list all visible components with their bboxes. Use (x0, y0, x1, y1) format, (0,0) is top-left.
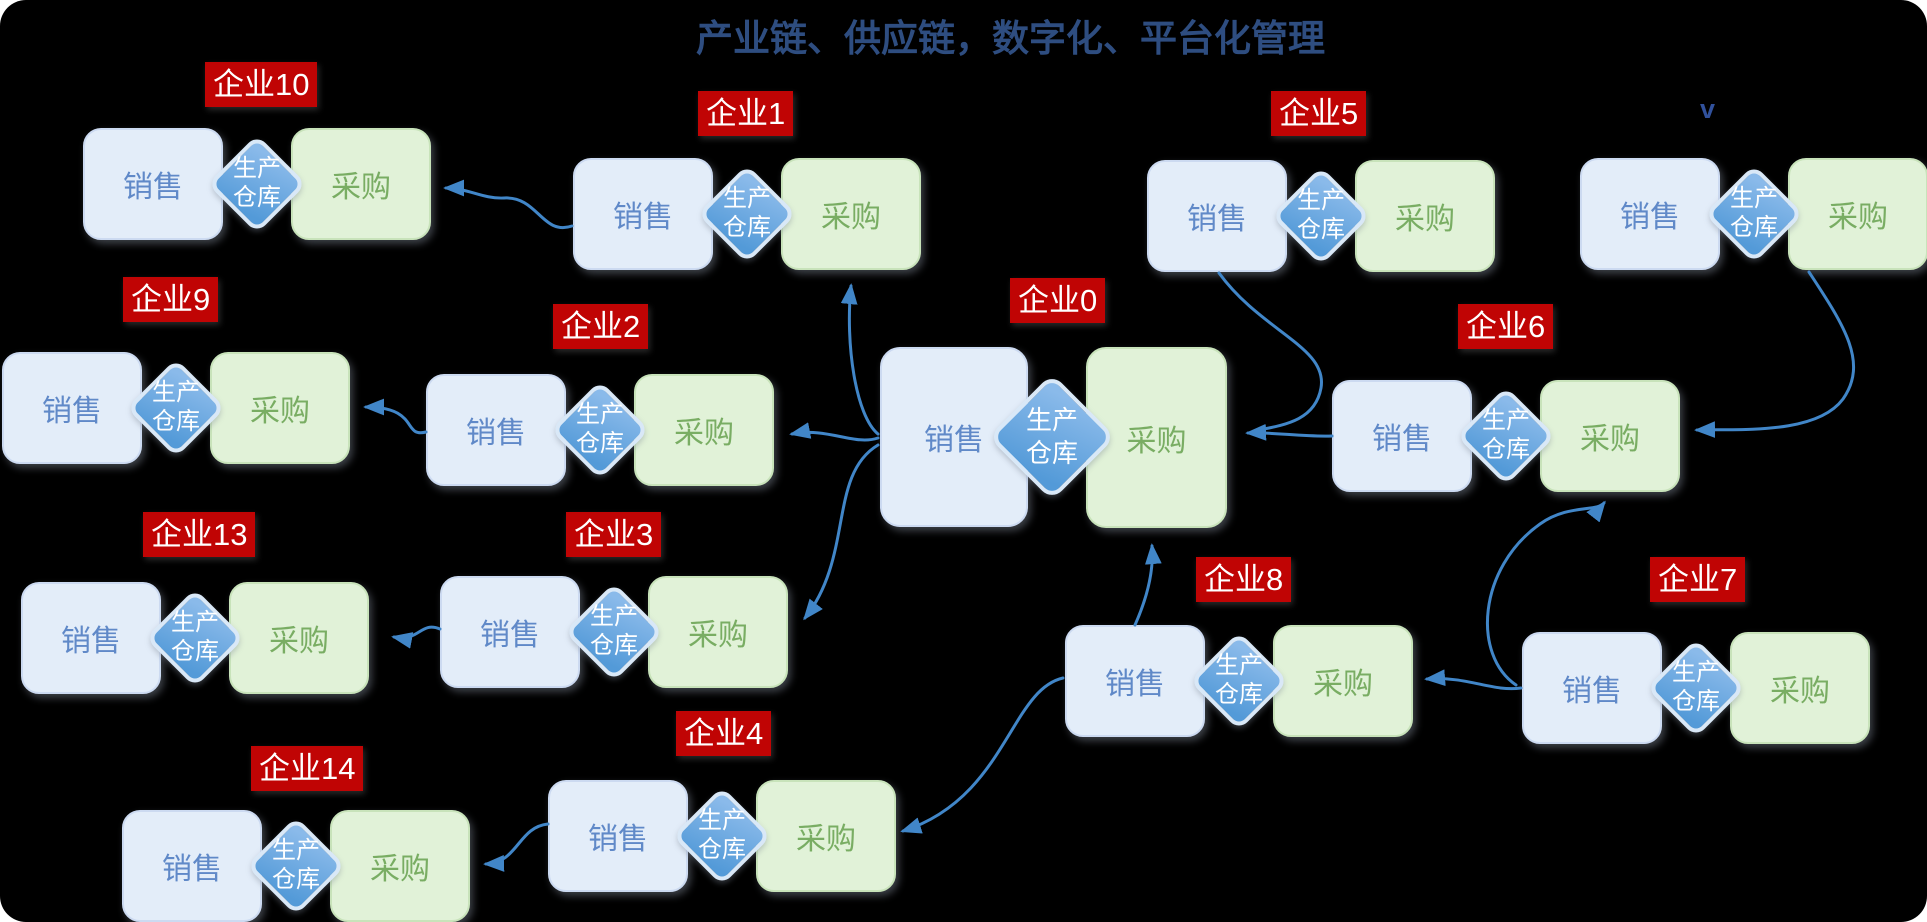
warehouse-label-line1: 生产 (1482, 407, 1530, 434)
procurement-box: 采购 (648, 576, 788, 688)
arrow-enterprise1-to-enterprise10 (443, 179, 574, 230)
sales-box: 销售 (548, 780, 688, 892)
arrow-enterprise4-to-enterprise14 (483, 822, 550, 872)
warehouse-label-line2: 仓库 (698, 836, 746, 864)
procurement-box: 采购 (1788, 158, 1927, 270)
enterprise-label: 企业0 (1010, 278, 1106, 324)
sales-box: 销售 (83, 128, 223, 240)
arrow-enterprise0-to-enterprise3 (803, 443, 880, 621)
enterprise-label: 企业2 (553, 304, 649, 350)
page-title: 产业链、供应链，数字化、平台化管理 (696, 18, 1325, 59)
warehouse-label-line2: 仓库 (1215, 681, 1263, 709)
warehouse-label-line2: 仓库 (723, 214, 771, 242)
production-warehouse-label: 生产仓库 (1457, 406, 1555, 465)
production-warehouse-label: 生产仓库 (997, 404, 1107, 469)
enterprise-label: 企业7 (1650, 557, 1746, 603)
warehouse-label-line1: 生产 (698, 807, 746, 834)
warehouse-label-line2: 仓库 (1672, 688, 1720, 716)
sales-box: 销售 (1580, 158, 1720, 270)
production-warehouse-label: 生产仓库 (551, 400, 649, 459)
arrow-enterprise3-to-enterprise13 (391, 625, 442, 649)
warehouse-label-line2: 仓库 (1482, 436, 1530, 464)
enterprise-label: 企业6 (1458, 304, 1554, 350)
arrow-enterprise0-to-enterprise1 (840, 283, 880, 436)
production-warehouse-label: 生产仓库 (698, 184, 796, 243)
warehouse-label-line1: 生产 (1672, 659, 1720, 686)
warehouse-label-line2: 仓库 (1730, 214, 1778, 242)
sales-box: 销售 (1332, 380, 1472, 492)
arrow-enterprise8-to-enterprise4 (900, 676, 1065, 834)
production-warehouse-label: 生产仓库 (146, 608, 244, 667)
production-warehouse-label: 生产仓库 (208, 154, 306, 213)
production-warehouse-label: 生产仓库 (565, 602, 663, 661)
warehouse-label-line2: 仓库 (272, 866, 320, 894)
sales-box: 销售 (1147, 160, 1287, 272)
procurement-box: 采购 (229, 582, 369, 694)
enterprise-label: 企业4 (676, 711, 772, 757)
line-enterprise5-to-enterprise0 (1217, 271, 1323, 433)
procurement-box: 采购 (756, 780, 896, 892)
warehouse-label-line2: 仓库 (152, 408, 200, 436)
warehouse-label-line1: 生产 (1215, 652, 1263, 679)
warehouse-label-line2: 仓库 (590, 632, 638, 660)
procurement-box: 采购 (291, 128, 431, 240)
arrow-enterprise7-to-enterprise8 (1424, 669, 1523, 691)
warehouse-label-line1: 生产 (233, 155, 281, 182)
enterprise-label: 企业13 (143, 512, 256, 558)
sales-box: 销售 (21, 582, 161, 694)
sales-box: 销售 (440, 576, 580, 688)
production-warehouse-label: 生产仓库 (673, 806, 771, 865)
sales-box: 销售 (426, 374, 566, 486)
arrow-enterprise2-to-enterprise9 (363, 398, 428, 435)
arrow-vnode-to-enterprise6 (1694, 270, 1856, 439)
procurement-box: 采购 (330, 810, 470, 922)
sales-box: 销售 (573, 158, 713, 270)
procurement-box: 采购 (1355, 160, 1495, 272)
sales-box: 销售 (122, 810, 262, 922)
warehouse-label-line2: 仓库 (576, 430, 624, 458)
enterprise-label: 企业8 (1196, 557, 1292, 603)
enterprise-label: 企业10 (205, 62, 318, 108)
sales-box: 销售 (1522, 632, 1662, 744)
warehouse-label-line1: 生产 (152, 379, 200, 406)
warehouse-label-line2: 仓库 (1025, 437, 1078, 468)
warehouse-label-line1: 生产 (272, 837, 320, 864)
procurement-box: 采购 (781, 158, 921, 270)
warehouse-label-line1: 生产 (723, 185, 771, 212)
warehouse-label-line1: 生产 (1730, 185, 1778, 212)
sales-box: 销售 (1065, 625, 1205, 737)
warehouse-label-line1: 生产 (171, 609, 219, 636)
warehouse-label-line2: 仓库 (233, 184, 281, 212)
arrow-enterprise8-to-enterprise0 (1133, 543, 1162, 627)
procurement-box: 采购 (1540, 380, 1680, 492)
enterprise-label: 企业14 (251, 746, 364, 792)
arrow-enterprise6-to-enterprise0 (1245, 423, 1334, 441)
production-warehouse-label: 生产仓库 (1272, 186, 1370, 245)
production-warehouse-label: 生产仓库 (1647, 658, 1745, 717)
production-warehouse-label: 生产仓库 (127, 378, 225, 437)
warehouse-label-line1: 生产 (1025, 405, 1078, 435)
procurement-box: 采购 (1086, 347, 1227, 528)
warehouse-label-line1: 生产 (590, 603, 638, 630)
warehouse-label-line2: 仓库 (171, 638, 219, 666)
warehouse-label-line2: 仓库 (1297, 216, 1345, 244)
production-warehouse-label: 生产仓库 (1190, 651, 1288, 710)
production-warehouse-label: 生产仓库 (247, 836, 345, 895)
enterprise-label: 企业3 (566, 512, 662, 558)
warehouse-label-line1: 生产 (1297, 187, 1345, 214)
warehouse-label-line1: 生产 (576, 401, 624, 428)
procurement-box: 采购 (634, 374, 774, 486)
sales-box: 销售 (2, 352, 142, 464)
arrow-enterprise0-to-enterprise2 (789, 422, 880, 442)
enterprise-label: 企业5 (1271, 91, 1367, 137)
procurement-box: 采购 (210, 352, 350, 464)
procurement-box: 采购 (1273, 625, 1413, 737)
production-warehouse-label: 生产仓库 (1705, 184, 1803, 243)
enterprise-label: 企业1 (698, 91, 794, 137)
enterprise-label: 企业9 (123, 277, 219, 323)
v-annotation: v (1700, 94, 1716, 124)
procurement-box: 采购 (1730, 632, 1870, 744)
